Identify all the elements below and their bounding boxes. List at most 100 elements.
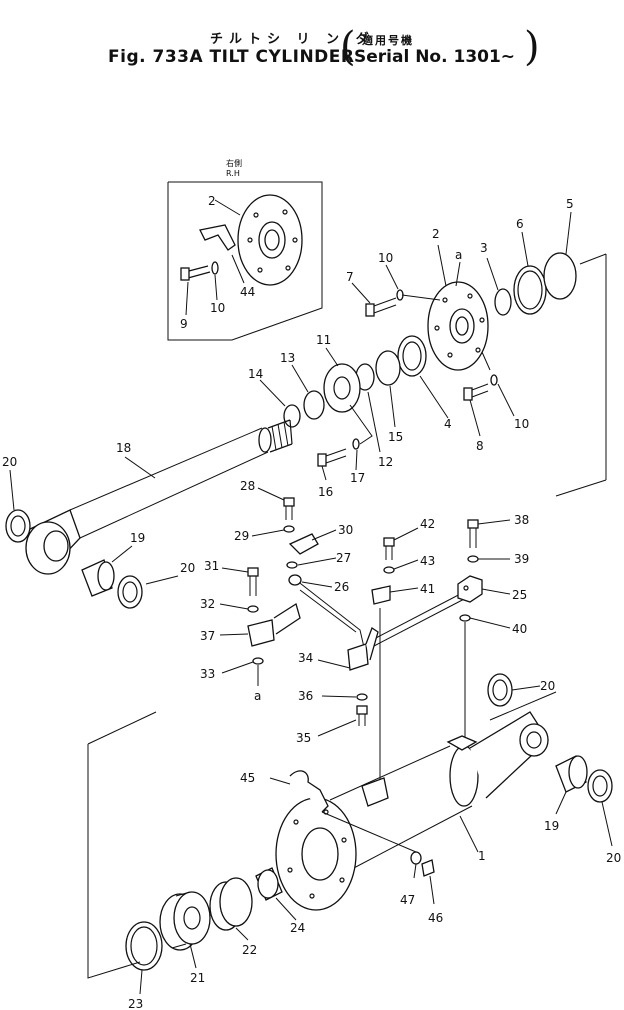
- rh-inset: 右側 R.H 2 9 10 44: [167, 158, 323, 341]
- ring-15: [375, 350, 401, 386]
- callout-20-left: 20: [2, 455, 17, 469]
- wiper-14: [283, 404, 301, 428]
- clip-30: [288, 533, 319, 555]
- bolt-8: [463, 387, 473, 401]
- callout-30: 30: [338, 523, 353, 537]
- callout-7: 7: [346, 270, 354, 284]
- callout-2: 2: [432, 227, 440, 241]
- head-assembly: 2 a 3 6 5 7 10 11 13 14 15 12 4 8 10 16 …: [248, 197, 577, 499]
- callout-5: 5: [566, 197, 574, 211]
- washer-17: [352, 438, 360, 450]
- callout-26: 26: [334, 580, 349, 594]
- bolt-28: [283, 497, 295, 507]
- serial-range: Serial No. 1301~: [354, 47, 516, 67]
- callout-24: 24: [290, 921, 305, 935]
- oring-5: [543, 252, 577, 300]
- callout-1: 1: [478, 849, 486, 863]
- seal-20-right-top: [487, 673, 513, 707]
- callout-10b: 10: [514, 417, 529, 431]
- figure-title: Fig. 733A TILT CYLINDER: [108, 47, 355, 67]
- callout-4: 4: [444, 417, 452, 431]
- ring-6: [513, 265, 547, 315]
- title-japanese: チルトシ リ ン ダ: [210, 32, 375, 47]
- callout-40: 40: [512, 622, 527, 636]
- callout-23: 23: [128, 997, 143, 1010]
- callout-44: 44: [240, 285, 255, 299]
- inset-bolt: [180, 267, 190, 281]
- callout-20-mid: 20: [180, 561, 195, 575]
- callout-33: 33: [200, 667, 215, 681]
- serial-japanese: 適用号機: [362, 34, 414, 47]
- callout-45: 45: [240, 771, 255, 785]
- block-25: [457, 575, 483, 603]
- close-paren: ): [524, 24, 540, 70]
- callout-36: 36: [298, 689, 313, 703]
- block-37: [247, 619, 275, 647]
- nut-46: [421, 859, 435, 877]
- piping-assembly: 28 29 30 27 26 31 32 37 33 a 34 36 35 42…: [200, 479, 529, 790]
- piston-rod-assembly: 18 20 19 20: [2, 419, 293, 609]
- callout-14: 14: [248, 367, 263, 381]
- callout-41: 41: [420, 582, 435, 596]
- washer-43: [383, 566, 395, 574]
- callout-20-right-bottom: 20: [606, 851, 621, 865]
- bolt-42: [383, 537, 395, 547]
- seal-20-right-bottom: [587, 769, 613, 803]
- washer-10b: [490, 374, 498, 386]
- callout-8: 8: [476, 439, 484, 453]
- callout-28: 28: [240, 479, 255, 493]
- callout-38: 38: [514, 513, 529, 527]
- bolt-38: [467, 519, 479, 529]
- callout-42: 42: [420, 517, 435, 531]
- seal-20-mid: [117, 575, 143, 609]
- nut-26: [288, 574, 302, 586]
- callout-3: 3: [480, 241, 488, 255]
- washer-39: [467, 555, 479, 563]
- callout-37: 37: [200, 629, 215, 643]
- callout-9: 9: [180, 317, 188, 331]
- callout-20-right-top: 20: [540, 679, 555, 693]
- callout-35: 35: [296, 731, 311, 745]
- callout-27: 27: [336, 551, 351, 565]
- callout-32: 32: [200, 597, 215, 611]
- bracket-45: [289, 770, 329, 813]
- callout-25: 25: [512, 588, 527, 602]
- callout-13: 13: [280, 351, 295, 365]
- ref-a-top: a: [455, 248, 462, 262]
- callout-47: 47: [400, 893, 415, 907]
- bolt-16: [317, 453, 327, 467]
- inset-washer: [211, 261, 219, 275]
- callout-10a: 10: [378, 251, 393, 265]
- ref-a-bottom: a: [254, 689, 261, 703]
- piston-assembly: 23 21 22 24: [87, 253, 607, 1010]
- bolt-31: [247, 567, 259, 577]
- callout-16: 16: [318, 485, 333, 499]
- inset-bracket: [199, 224, 236, 251]
- callout-15: 15: [388, 430, 403, 444]
- callout-19-right: 19: [544, 819, 559, 833]
- callout-6: 6: [516, 217, 524, 231]
- callout-31: 31: [204, 559, 219, 573]
- callout-29: 29: [234, 529, 249, 543]
- retainer-11: [323, 363, 361, 413]
- callout-22: 22: [242, 943, 257, 957]
- callout-39: 39: [514, 552, 529, 566]
- clamp-34: [347, 643, 369, 671]
- callout-21: 21: [190, 971, 205, 985]
- callout-19-left: 19: [130, 531, 145, 545]
- bushing-3: [494, 288, 512, 316]
- callout-2-inset: 2: [208, 194, 216, 208]
- washer-36: [356, 693, 368, 701]
- callout-18: 18: [116, 441, 131, 455]
- cylinder-tube-assembly: 1 45 47 46 20 19 20: [240, 673, 621, 925]
- seal-20-left: [5, 509, 31, 543]
- callout-43: 43: [420, 554, 435, 568]
- oring-40: [459, 614, 471, 622]
- oring-27: [286, 561, 298, 569]
- callout-12: 12: [378, 455, 393, 469]
- washer-32: [247, 605, 259, 613]
- callout-10-inset: 10: [210, 301, 225, 315]
- ring-23: [125, 921, 163, 971]
